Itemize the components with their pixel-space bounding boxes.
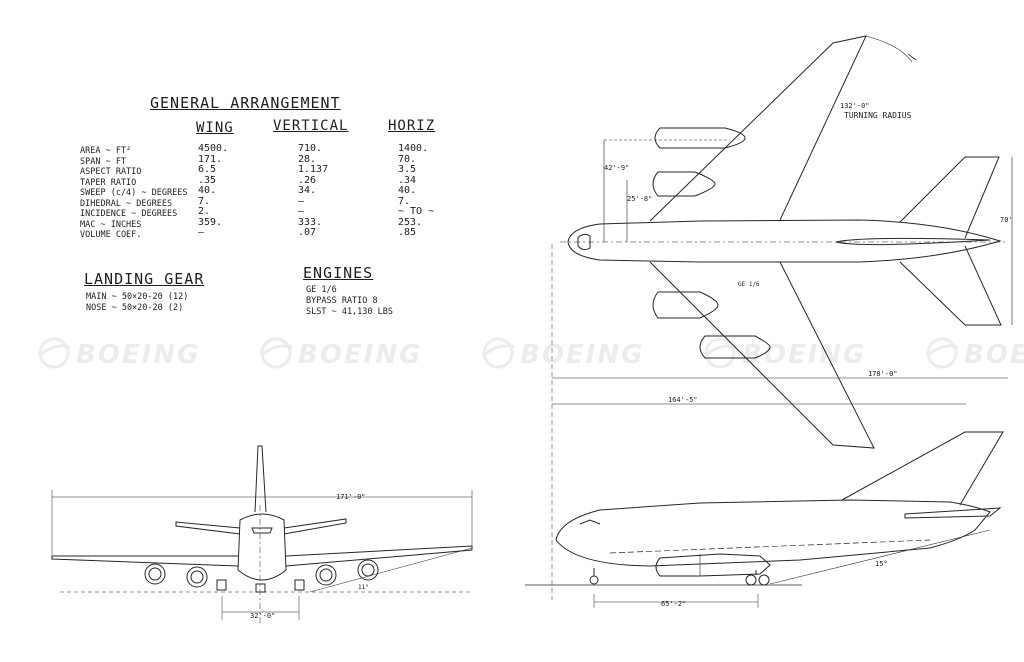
ga-vertical-value: — — [298, 206, 305, 217]
nacelle-label: GE 1/6 — [738, 281, 760, 288]
ga-wing-value: — — [198, 227, 205, 238]
ga-row-label: AREA ~ FT² — [80, 146, 132, 156]
boeing-logo-icon — [38, 337, 71, 369]
watermark-5: BOEING — [924, 333, 1024, 373]
ga-horiz-value: 253. — [398, 216, 423, 228]
ga-wing-value: 2. — [198, 206, 211, 217]
engine-thrust: SLST ~ 41,130 LBS — [306, 307, 393, 317]
ga-row-label: TAPER RATIO — [80, 177, 137, 188]
column-header-horiz: HORIZ — [388, 118, 436, 134]
ga-wing-value: 359. — [198, 216, 223, 228]
boeing-logo-icon — [482, 337, 515, 369]
landing-gear-nose: NOSE ~ 50×20-20 (2) — [86, 303, 184, 313]
watermark-word: BOEING — [964, 340, 1024, 370]
ga-horiz-value: .85 — [398, 227, 417, 238]
turning-radius-value: 132'-0" — [840, 102, 870, 110]
boeing-logo-icon — [704, 337, 737, 369]
landing-gear-title: LANDING GEAR — [84, 270, 205, 288]
ga-horiz-value: 1400. — [398, 143, 429, 154]
front-view — [51, 445, 473, 625]
watermark-2: BOEING — [258, 333, 458, 373]
ga-vertical-value: .07 — [298, 227, 317, 238]
column-header-wing: WING — [196, 120, 234, 136]
ga-wing-value: 7. — [198, 195, 211, 207]
ga-vertical-value: 333. — [298, 216, 323, 228]
ga-horiz-value: 7. — [398, 195, 411, 207]
dim-gear-track: 32'-0" — [250, 612, 275, 620]
general-arrangement-title: GENERAL ARRANGEMENT — [150, 94, 341, 112]
ga-wing-value: 171. — [198, 153, 223, 165]
ga-row-label: SPAN ~ FT — [80, 156, 127, 167]
turning-radius-label: TURNING RADIUS — [844, 111, 912, 120]
watermark-3: BOEING — [480, 333, 680, 373]
ga-vertical-value: 34. — [298, 185, 317, 196]
ga-horiz-value: 3.5 — [398, 164, 417, 175]
ga-row-label: DIHEDRAL ~ DEGREES — [80, 198, 173, 209]
front-fuselage — [237, 513, 287, 581]
ga-vertical-value: 710. — [298, 143, 323, 154]
dim-wheelbase: 65'-2" — [661, 600, 686, 608]
landing-gear-main: MAIN ~ 50×20-20 (12) — [86, 292, 189, 302]
side-engines — [655, 553, 771, 577]
front-vertical-tail — [254, 445, 267, 513]
ga-horiz-value: 40. — [398, 185, 417, 196]
ga-horiz-value: ~ TO ~ — [398, 206, 435, 217]
watermark-word: BOEING — [520, 340, 645, 370]
ga-vertical-value: 28. — [298, 153, 317, 165]
ga-vertical-value: 1.137 — [298, 164, 329, 175]
side-fuselage — [555, 499, 991, 567]
dim-fuselage-length: 164'-5" — [668, 396, 698, 404]
ga-row-label: INCIDENCE ~ DEGREES — [80, 209, 178, 219]
dim-overall-length: 178'-0" — [868, 370, 898, 378]
side-view — [525, 431, 1004, 608]
column-header-vertical: VERTICAL — [273, 118, 349, 134]
front-htail — [175, 518, 347, 535]
boeing-logo-icon — [926, 337, 959, 369]
watermark-1: BOEING — [36, 333, 236, 373]
engines-title: ENGINES — [303, 264, 374, 282]
dim-front-dihedral: 11° — [358, 584, 369, 591]
plan-engines — [652, 127, 771, 359]
plan-wing-upper — [649, 35, 867, 222]
plan-cockpit — [577, 233, 591, 251]
plan-fuselage — [567, 219, 1002, 263]
dim-horiz-span: 70' — [1000, 216, 1013, 224]
engine-bypass-ratio: BYPASS RATIO 8 — [306, 296, 378, 306]
plan-htail-upper — [899, 156, 1000, 239]
boeing-logo-icon — [260, 337, 293, 369]
dim-tail-angle: 15° — [875, 560, 888, 568]
ga-wing-value: 4500. — [198, 143, 229, 154]
plan-wing-lower — [649, 261, 875, 449]
ga-wing-value: 6.5 — [198, 164, 217, 175]
dim-engine-outer: 42'-9" — [604, 164, 629, 172]
ga-horiz-value: .34 — [398, 174, 417, 186]
ga-row-label: ASPECT RATIO — [80, 167, 142, 177]
front-wing — [51, 545, 473, 567]
watermark-word: BOEING — [76, 340, 201, 370]
ga-horiz-value: 70. — [398, 153, 417, 165]
ga-wing-value: .35 — [198, 174, 217, 186]
side-vertical-tail — [841, 431, 1004, 506]
watermark-word: BOEING — [298, 340, 423, 370]
plan-htail-lower — [899, 245, 1002, 326]
front-engines — [144, 559, 379, 588]
ga-vertical-value: — — [298, 195, 305, 207]
plan-view — [551, 35, 1013, 600]
engine-model: GE 1/6 — [306, 285, 337, 295]
ga-row-label: VOLUME COEF. — [80, 230, 142, 240]
dim-front-span: 171'-0" — [336, 493, 366, 501]
ga-row-label: SWEEP (c/4) ~ DEGREES — [80, 188, 188, 198]
dim-engine-inner: 25'-8" — [627, 195, 652, 203]
ga-wing-value: 40. — [198, 185, 217, 196]
ga-row-label: MAC ~ INCHES — [80, 219, 142, 230]
ga-vertical-value: .26 — [298, 174, 317, 186]
